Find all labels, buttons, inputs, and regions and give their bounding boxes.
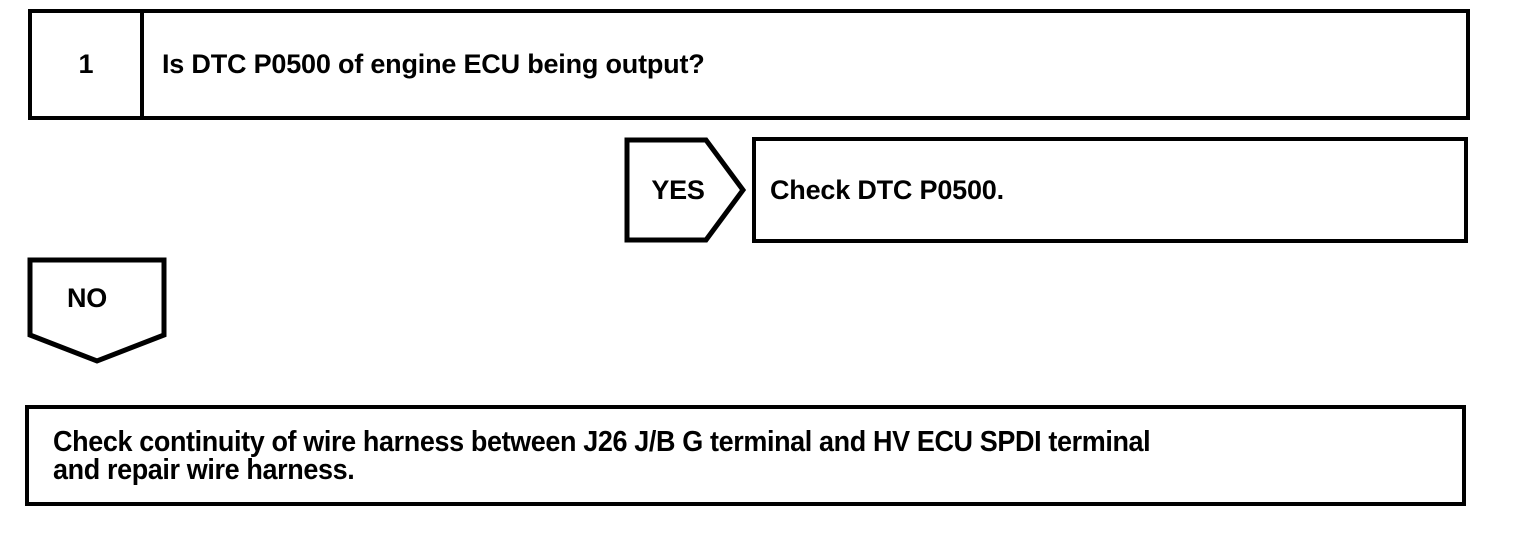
- no-arrow-icon: [27, 257, 167, 364]
- step-question-text: Is DTC P0500 of engine ECU being output?: [162, 49, 705, 80]
- no-result-box: Check continuity of wire harness between…: [25, 405, 1466, 506]
- yes-branch-arrow: YES: [624, 137, 746, 243]
- step-question-cell: Is DTC P0500 of engine ECU being output?: [144, 13, 1466, 116]
- no-result-text-line-2: and repair wire harness.: [53, 453, 355, 486]
- step-number-cell: 1: [32, 13, 144, 116]
- yes-result-box: Check DTC P0500.: [752, 137, 1468, 243]
- yes-arrow-icon: [624, 137, 746, 243]
- no-result-text-line-1: Check continuity of wire harness between…: [53, 425, 1151, 458]
- yes-result-text: Check DTC P0500.: [770, 174, 1004, 205]
- step-question-row: 1 Is DTC P0500 of engine ECU being outpu…: [28, 9, 1470, 120]
- no-branch-arrow: NO: [27, 257, 167, 364]
- step-number: 1: [78, 49, 94, 79]
